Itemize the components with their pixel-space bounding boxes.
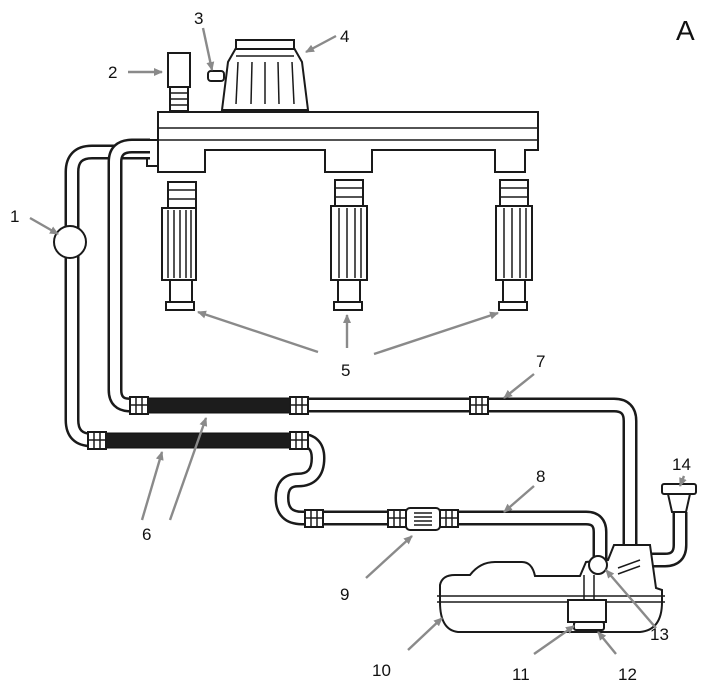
strainer <box>573 621 605 631</box>
label-8: 8 <box>536 467 545 486</box>
pressure-sensor <box>167 52 191 112</box>
couplings <box>87 396 489 528</box>
label-14: 14 <box>672 455 691 474</box>
injector-left <box>161 181 197 311</box>
label-3: 3 <box>194 9 203 28</box>
return-line <box>107 138 638 548</box>
fuel-filter <box>405 507 441 531</box>
fuel-pump <box>53 225 87 259</box>
leader-arrows <box>29 27 687 655</box>
supply-line <box>64 144 608 575</box>
label-2: 2 <box>108 63 117 82</box>
return-valve <box>588 555 608 575</box>
injector-middle <box>330 179 368 311</box>
label-11: 11 <box>512 665 530 684</box>
label-10: 10 <box>372 661 391 680</box>
label-6: 6 <box>142 525 151 544</box>
label-4: 4 <box>340 27 349 46</box>
cooler-upper <box>147 397 291 414</box>
label-9: 9 <box>340 585 349 604</box>
injector-right <box>495 179 533 311</box>
label-12: 12 <box>618 665 637 684</box>
filler-cap <box>661 483 697 513</box>
label-1: 1 <box>10 207 19 226</box>
label-7: 7 <box>536 352 545 371</box>
fuel-tank <box>437 544 665 633</box>
label-13: 13 <box>650 625 669 644</box>
filler-line <box>652 512 688 568</box>
pickup-pump <box>567 599 607 623</box>
fuel-rail <box>146 111 539 173</box>
pressure-regulator <box>207 39 310 111</box>
label-5: 5 <box>341 361 350 380</box>
panel-label: A <box>676 15 695 46</box>
